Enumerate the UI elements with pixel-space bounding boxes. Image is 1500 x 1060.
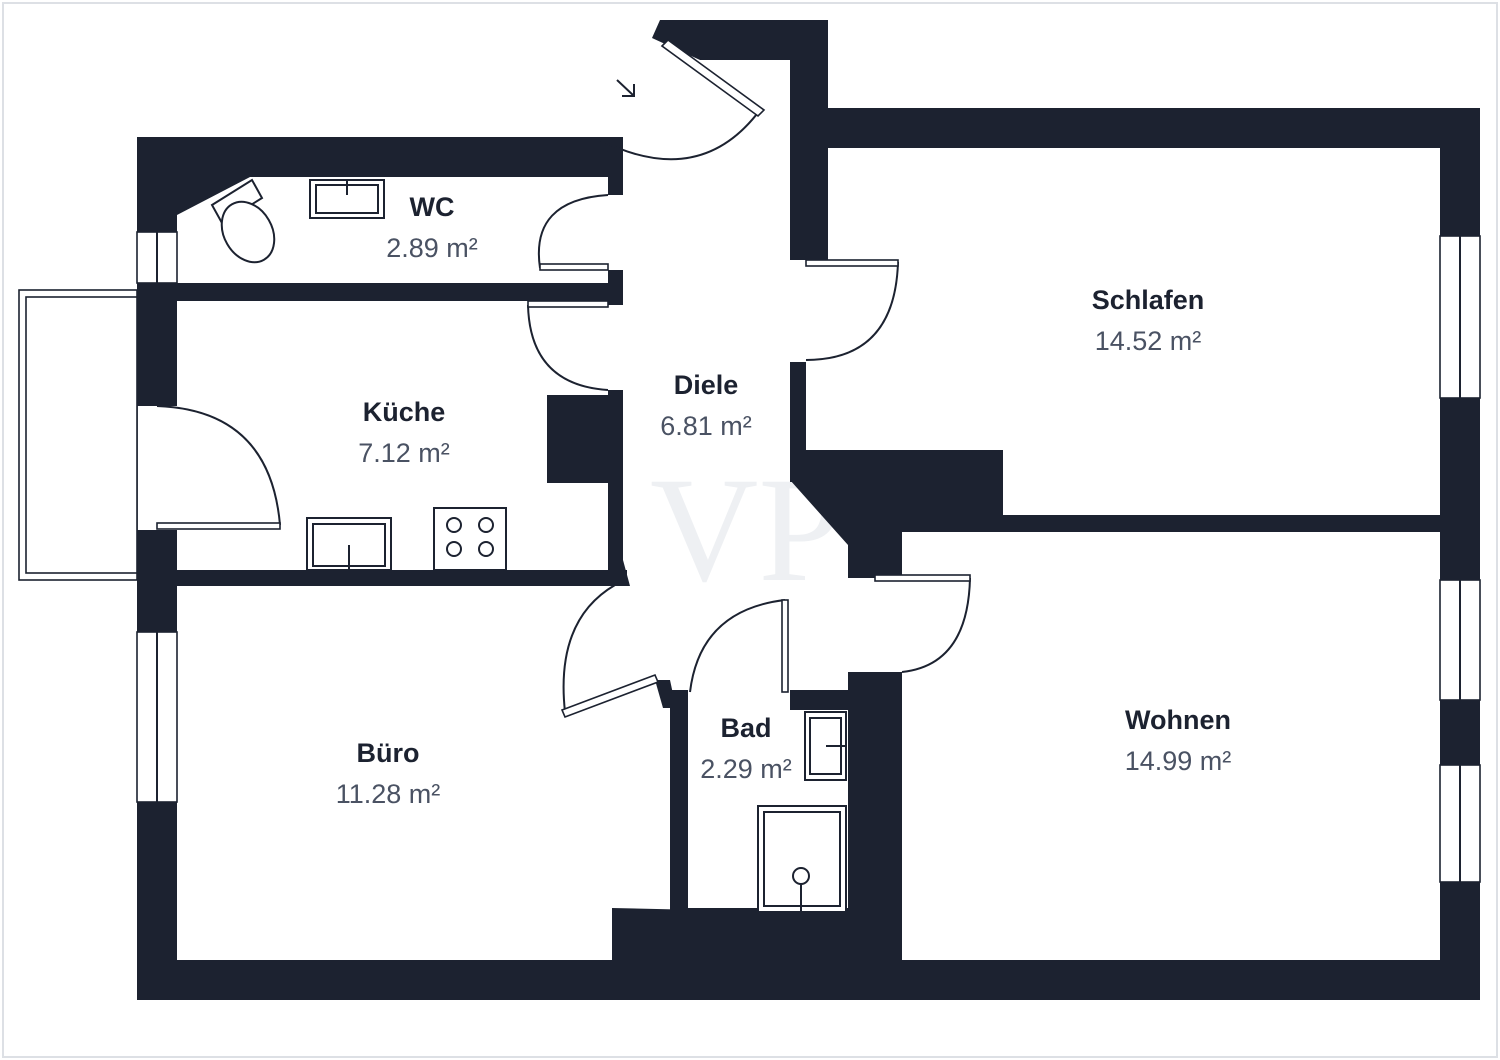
- room-wc: WC 2.89 m²: [386, 192, 478, 263]
- entrance-arrow-icon: [616, 79, 635, 97]
- room-wohnen: Wohnen 14.99 m²: [1125, 705, 1232, 776]
- walls: [137, 20, 1480, 1000]
- room-kueche: Küche 7.12 m²: [358, 397, 450, 468]
- balcony: [18, 289, 138, 581]
- room-name: Wohnen: [1125, 705, 1231, 735]
- stove-icon: [433, 507, 507, 571]
- room-area: 11.28 m²: [336, 779, 441, 809]
- room-buero: Büro 11.28 m²: [336, 738, 441, 809]
- shower-icon: [757, 805, 847, 913]
- room-area: 14.52 m²: [1095, 326, 1202, 356]
- sink-icon: [804, 711, 847, 781]
- room-name: Diele: [674, 370, 739, 400]
- room-area: 6.81 m²: [660, 411, 752, 441]
- room-name: Bad: [720, 713, 771, 743]
- toilet-icon: [210, 178, 276, 264]
- room-diele: Diele 6.81 m²: [660, 370, 752, 441]
- room-name: Küche: [363, 397, 446, 427]
- room-area: 2.89 m²: [386, 233, 478, 263]
- sink-icon: [309, 179, 385, 219]
- room-name: Büro: [357, 738, 420, 768]
- room-area: 2.29 m²: [700, 754, 792, 784]
- room-name: WC: [410, 192, 455, 222]
- room-area: 7.12 m²: [358, 438, 450, 468]
- windows: [136, 231, 1481, 883]
- doors: [156, 38, 971, 719]
- room-name: Schlafen: [1092, 285, 1205, 315]
- room-area: 14.99 m²: [1125, 746, 1232, 776]
- room-schlafen: Schlafen 14.52 m²: [1092, 285, 1205, 356]
- sink-icon: [306, 517, 392, 571]
- room-bad: Bad 2.29 m²: [700, 713, 792, 784]
